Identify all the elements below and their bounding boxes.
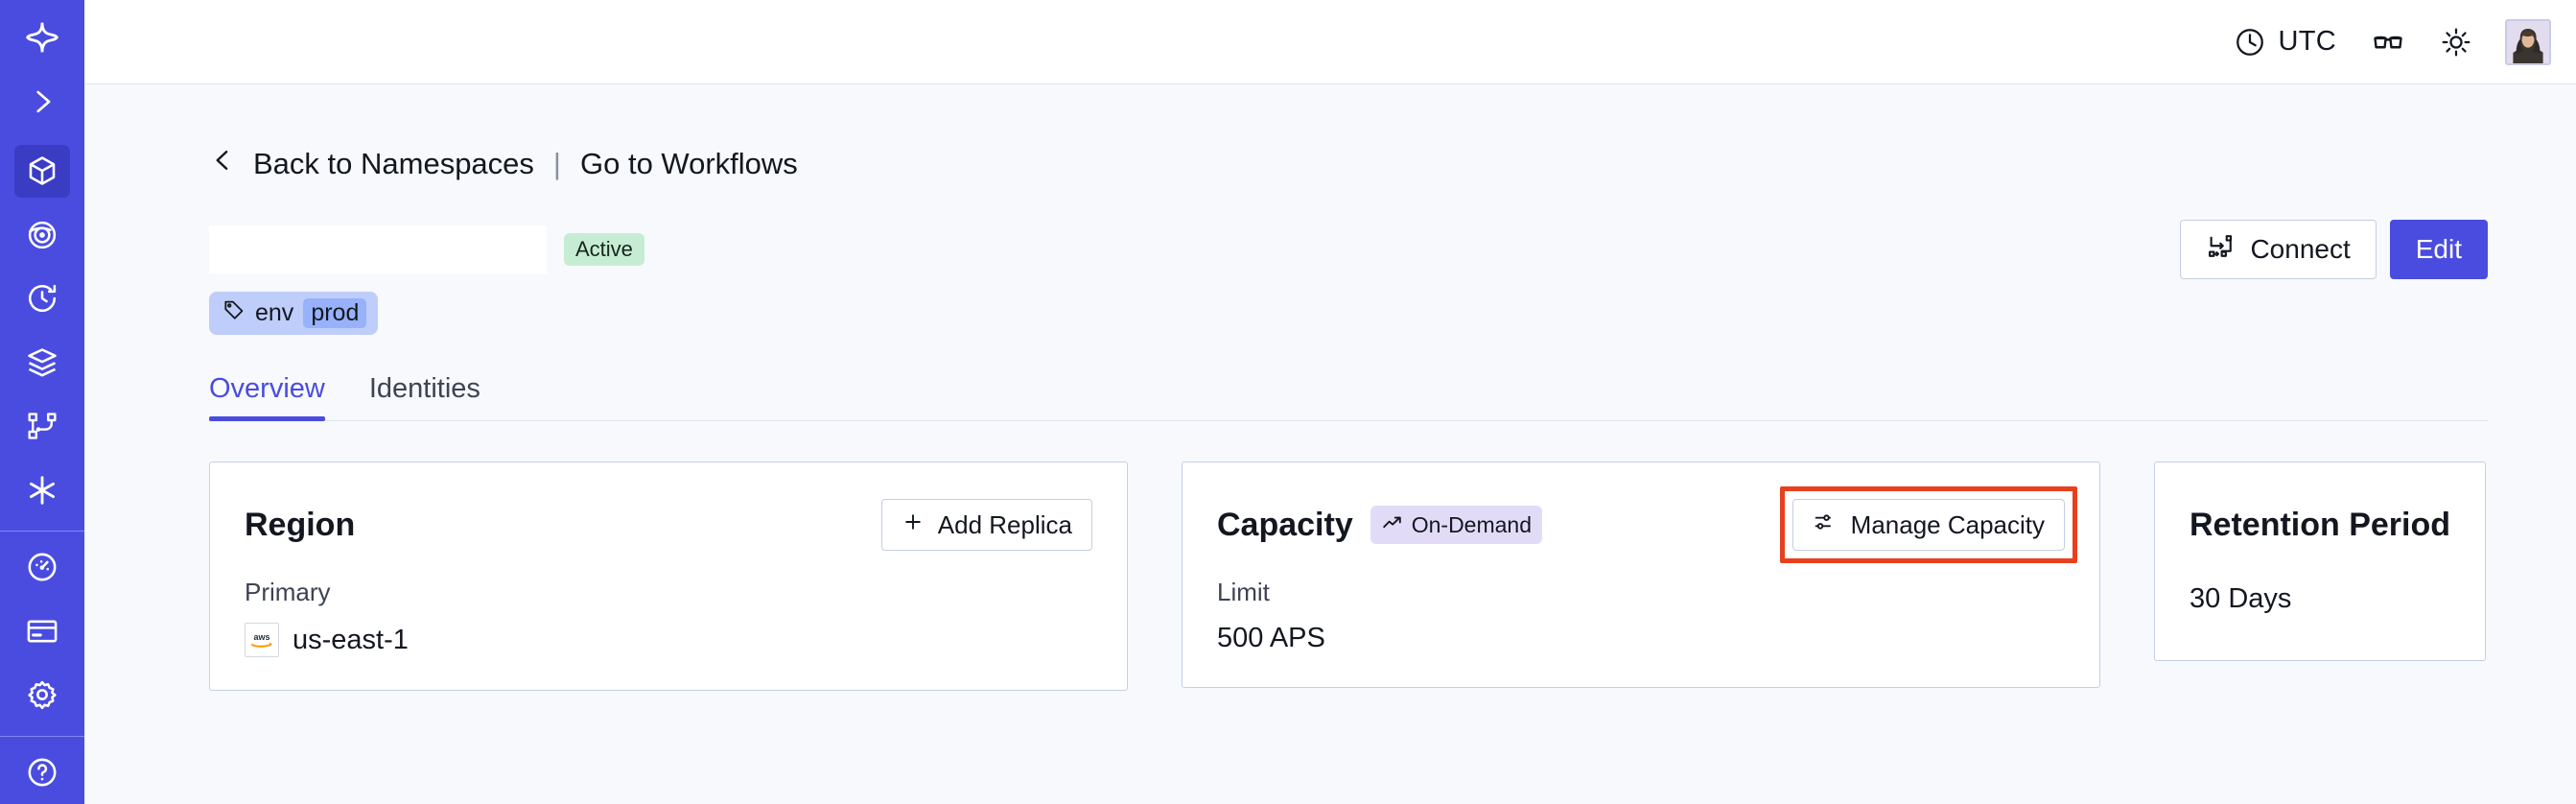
capacity-mode-badge: On-Demand (1370, 506, 1543, 544)
retention-card: Retention Period 30 Days (2154, 461, 2487, 661)
add-replica-button[interactable]: Add Replica (880, 499, 1092, 551)
sidebar (0, 0, 84, 804)
glasses-icon (2371, 25, 2405, 59)
tag-icon (222, 298, 246, 328)
breadcrumb-separator: | (552, 147, 561, 180)
capacity-mode-label: On-Demand (1411, 511, 1533, 537)
region-primary-value: us-east-1 (293, 624, 409, 655)
connect-label: Connect (2250, 234, 2351, 264)
gear-icon (25, 677, 59, 712)
asterisk-icon (24, 472, 60, 508)
capacity-limit-label: Limit (1217, 578, 1270, 606)
timezone-label: UTC (2278, 26, 2336, 57)
back-label: Back to Namespaces (253, 147, 534, 180)
tags-row: env prod (209, 292, 2488, 335)
layers-icon (25, 345, 59, 380)
tag-key: env (255, 299, 294, 326)
tab-bar: Overview Identities (209, 373, 2488, 421)
sidebar-item-namespaces[interactable] (14, 145, 70, 198)
clock-icon (2234, 26, 2266, 59)
aws-logo-icon: aws (245, 623, 279, 657)
tab-overview[interactable]: Overview (209, 373, 325, 421)
timezone-button[interactable]: UTC (2216, 15, 2354, 69)
sidebar-item-help[interactable] (14, 746, 70, 799)
region-card-title: Region (245, 506, 356, 543)
connect-button[interactable]: Connect (2180, 220, 2377, 279)
sidebar-item-workflows[interactable] (14, 400, 70, 453)
capacity-card-title: Capacity (1217, 506, 1353, 543)
sun-icon (2440, 26, 2472, 59)
sidebar-divider (0, 531, 84, 532)
sidebar-divider-bottom (0, 735, 84, 737)
trending-up-icon (1381, 511, 1404, 538)
sidebar-item-observability[interactable] (14, 209, 70, 262)
sidebar-item-nexus[interactable] (14, 464, 70, 517)
manage-capacity-label: Manage Capacity (1850, 509, 2045, 539)
credit-card-icon (25, 614, 59, 649)
retention-value: 30 Days (2190, 583, 2292, 614)
chevron-right-icon (26, 85, 59, 118)
workflow-node-icon (26, 410, 59, 442)
clock-arrow-icon (25, 281, 59, 316)
sliders-icon (1813, 509, 1838, 541)
edit-label: Edit (2415, 234, 2462, 264)
back-to-namespaces-link[interactable]: Back to Namespaces (209, 146, 534, 182)
theme-toggle-button[interactable] (2423, 15, 2490, 69)
page-content: Back to Namespaces | Go to Workflows Act… (84, 84, 2576, 804)
sidebar-item-settings[interactable] (14, 669, 70, 721)
manage-capacity-button[interactable]: Manage Capacity (1791, 499, 2065, 551)
gauge-icon (25, 550, 59, 584)
app-logo[interactable] (14, 12, 70, 64)
status-badge: Active (564, 233, 644, 266)
top-bar: UTC (84, 0, 2576, 84)
edit-button[interactable]: Edit (2389, 220, 2488, 279)
region-card: Region Add Replica (209, 461, 1128, 691)
user-avatar (2507, 20, 2549, 63)
sparkle-logo-icon (23, 18, 61, 57)
region-card-header: Region Add Replica (245, 495, 1092, 555)
title-actions: Connect Edit (2180, 220, 2488, 279)
eye-icon (25, 218, 59, 252)
overview-cards: Region Add Replica (209, 461, 2488, 691)
sidebar-item-billing[interactable] (14, 605, 70, 658)
region-primary-value-row: aws us-east-1 (245, 623, 1092, 657)
avatar[interactable] (2505, 18, 2551, 65)
go-to-workflows-link[interactable]: Go to Workflows (579, 147, 798, 180)
capacity-card-header: Capacity On-Demand (1217, 486, 2077, 563)
reader-mode-button[interactable] (2354, 15, 2423, 69)
help-circle-icon (25, 755, 59, 790)
tab-identities[interactable]: Identities (368, 373, 480, 404)
cube-icon (25, 154, 59, 188)
svg-text:aws: aws (253, 632, 269, 642)
retention-card-title: Retention Period (2190, 506, 2451, 543)
region-card-action: Add Replica (880, 499, 1092, 551)
sidebar-item-batch[interactable] (14, 337, 70, 390)
capacity-limit-value: 500 APS (1217, 623, 1325, 653)
retention-card-header: Retention Period (2190, 495, 2450, 555)
sidebar-item-usage[interactable] (14, 541, 70, 594)
region-primary-label: Primary (245, 578, 331, 606)
namespace-name (209, 225, 547, 273)
expand-sidebar-button[interactable] (14, 76, 70, 129)
main-area: UTC (84, 0, 2576, 804)
tag-chip-env[interactable]: env prod (209, 292, 379, 335)
capacity-card: Capacity On-Demand (1182, 461, 2100, 688)
sidebar-item-schedules[interactable] (14, 272, 70, 325)
namespace-title-row: Active (209, 220, 2488, 279)
capacity-card-action: Manage Capacity (1779, 486, 2077, 563)
tag-value: prod (303, 298, 367, 328)
plus-icon (902, 510, 925, 540)
connect-icon (2206, 232, 2235, 268)
chevron-left-icon (209, 146, 236, 182)
breadcrumb: Back to Namespaces | Go to Workflows (209, 146, 2488, 182)
add-replica-label: Add Replica (937, 509, 1072, 539)
